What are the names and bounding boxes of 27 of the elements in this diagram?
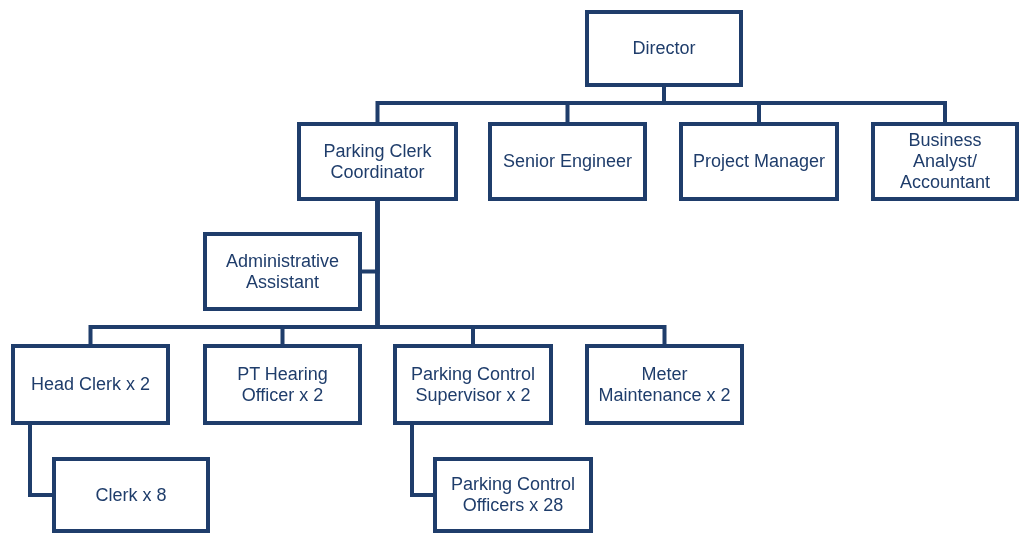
connector-line [28, 425, 52, 497]
org-box [433, 457, 593, 533]
role-title: Meter Maintenance x 2 [597, 363, 732, 406]
role-title: Project Manager [692, 151, 826, 172]
org-box [203, 344, 362, 425]
org-box [393, 344, 553, 425]
role-title: Parking Clerk Coordinator [322, 140, 433, 183]
role-title: Director [632, 38, 696, 59]
connector-line [375, 201, 667, 344]
role-title: Clerk x 8 [95, 484, 167, 506]
org-box [11, 344, 170, 425]
org-box [488, 122, 647, 201]
role-title: Senior Engineer [502, 151, 633, 172]
role-title: Administrative Assistant [224, 250, 340, 293]
role-title: Head Clerk x 2 [30, 374, 151, 395]
org-box [52, 457, 210, 533]
role-title: Business Analyst/ Accountant [898, 130, 992, 193]
org-box [585, 344, 744, 425]
role-title: Parking Control Officers x 28 [449, 474, 577, 516]
org-box [679, 122, 839, 201]
connector-line [410, 425, 433, 497]
role-title: Parking Control Supervisor x 2 [409, 363, 537, 406]
org-box [871, 122, 1019, 201]
org-box [297, 122, 458, 201]
role-title: PT Hearing Officer x 2 [236, 363, 329, 406]
org-box [203, 232, 362, 311]
org-box [585, 10, 743, 87]
